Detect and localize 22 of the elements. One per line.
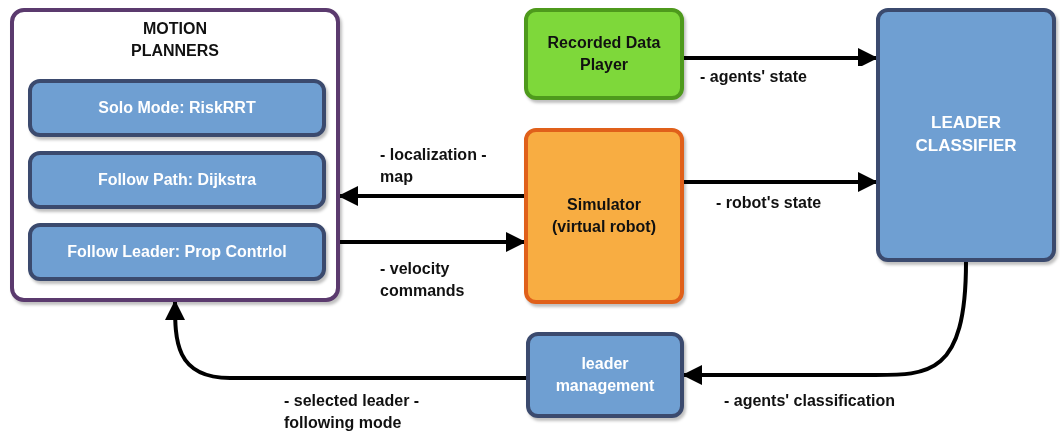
arrow: [165, 300, 526, 380]
player-box: [524, 8, 684, 100]
node-label: MOTION PLANNERS: [130, 19, 220, 61]
arrow: [682, 261, 968, 385]
arrow: [684, 48, 878, 68]
node-label: Recorded Data Player: [546, 33, 662, 75]
node-label: Follow Leader: Prop Contrlol: [66, 242, 288, 263]
node-label: leader management: [554, 354, 656, 396]
node-label: LEADER CLASSIFIER: [914, 112, 1018, 157]
mode-box: [28, 223, 326, 281]
simulator-box: [524, 128, 684, 304]
arrow: [340, 232, 526, 252]
node-label: Follow Path: Dijkstra: [96, 170, 258, 191]
group-panel: [10, 8, 340, 302]
node-label: Solo Mode: RiskRRT: [97, 98, 257, 119]
mode-box: [28, 151, 326, 209]
node-label: Simulator (virtual robot): [551, 195, 657, 237]
classifier-box: [876, 8, 1056, 262]
manager-box: [526, 332, 684, 418]
mode-box: [28, 79, 326, 137]
arrow: [338, 186, 524, 206]
arrow: [684, 172, 878, 192]
